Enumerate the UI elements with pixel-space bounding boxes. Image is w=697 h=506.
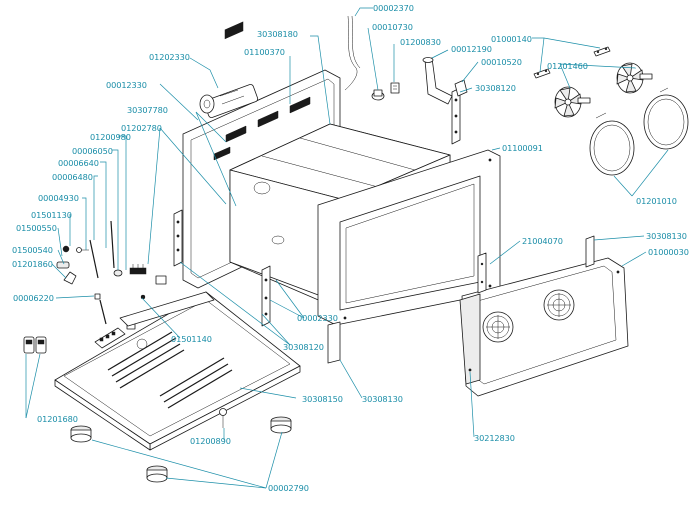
label-01000030: 01000030 [648,247,689,257]
label-00010730: 00010730 [372,22,413,32]
label-01202330: 01202330 [149,52,190,62]
label-01100370: 01100370 [244,47,285,57]
side-bracket-rear-right [451,87,461,145]
label-00012190: 00012190 [451,44,492,54]
oven-door [459,257,629,397]
label-00002370: 00002370 [373,3,414,13]
small-parts-left [56,220,167,325]
label-00010520: 00010520 [481,57,522,67]
exhaust-pipe [422,57,453,105]
label-01201860: 01201860 [12,259,53,269]
label-00002790: 00002790 [268,483,309,493]
label-30308130-bottom: 30308130 [362,394,403,404]
label-30307780: 30307780 [127,105,168,115]
label-00006640: 00006640 [58,158,99,168]
base-tray [54,291,301,451]
fan-mount-plate-1 [593,46,611,57]
label-00012330: 00012330 [106,80,147,90]
side-bracket-left [173,209,183,267]
power-switch-block [23,336,47,354]
label-01202780: 01202780 [121,123,162,133]
label-00006050: 00006050 [72,146,113,156]
fan-mount-plate-2 [533,68,551,79]
bracket-clip [454,79,468,97]
door-hinge-bracket-right [585,235,595,268]
feet [70,416,292,483]
label-30308150: 30308150 [302,394,343,404]
label-21004070: 21004070 [522,236,563,246]
label-00006220: 00006220 [13,293,54,303]
label-01200890: 01200890 [190,436,231,446]
part-labels: 00002370 30308180 00010730 01200830 0001… [12,3,689,493]
label-01201010: 01201010 [636,196,677,206]
heating-ring-element-2 [643,87,689,150]
door-hinge-bracket [477,252,487,294]
label-00006480: 00006480 [52,172,93,182]
cable-wire [344,15,361,91]
label-00004930: 00004930 [38,193,79,203]
side-bracket-bottom [261,265,271,327]
label-30308180: 30308180 [257,29,298,39]
thermostat-fitting [371,89,385,101]
leader-lines [25,7,669,489]
front-leg-bottom [327,321,341,364]
base-tray-side-panel [119,291,215,327]
label-30308130-right: 30308130 [646,231,687,241]
cooling-fan-motor [199,84,259,118]
label-01200980: 01200980 [90,132,131,142]
label-30308120-top: 30308120 [475,83,516,93]
label-01201460: 01201460 [547,61,588,71]
label-30308120-bottom: 30308120 [283,342,324,352]
label-01000140: 01000140 [491,34,532,44]
label-01500550: 01500550 [16,223,57,233]
label-01501130: 01501130 [31,210,72,220]
label-01201680: 01201680 [37,414,78,424]
oven-front-frame [317,149,501,326]
terminal-block [390,82,400,94]
label-00002330: 00002330 [297,313,338,323]
convection-fan-2 [554,86,591,118]
bottom-screw [219,408,227,428]
label-01100091: 01100091 [502,143,543,153]
heating-ring-element-1 [589,112,635,176]
label-30212830: 30212830 [474,433,515,443]
label-01500540: 01500540 [12,245,53,255]
label-01200830: 01200830 [400,37,441,47]
label-01501140: 01501140 [171,334,212,344]
